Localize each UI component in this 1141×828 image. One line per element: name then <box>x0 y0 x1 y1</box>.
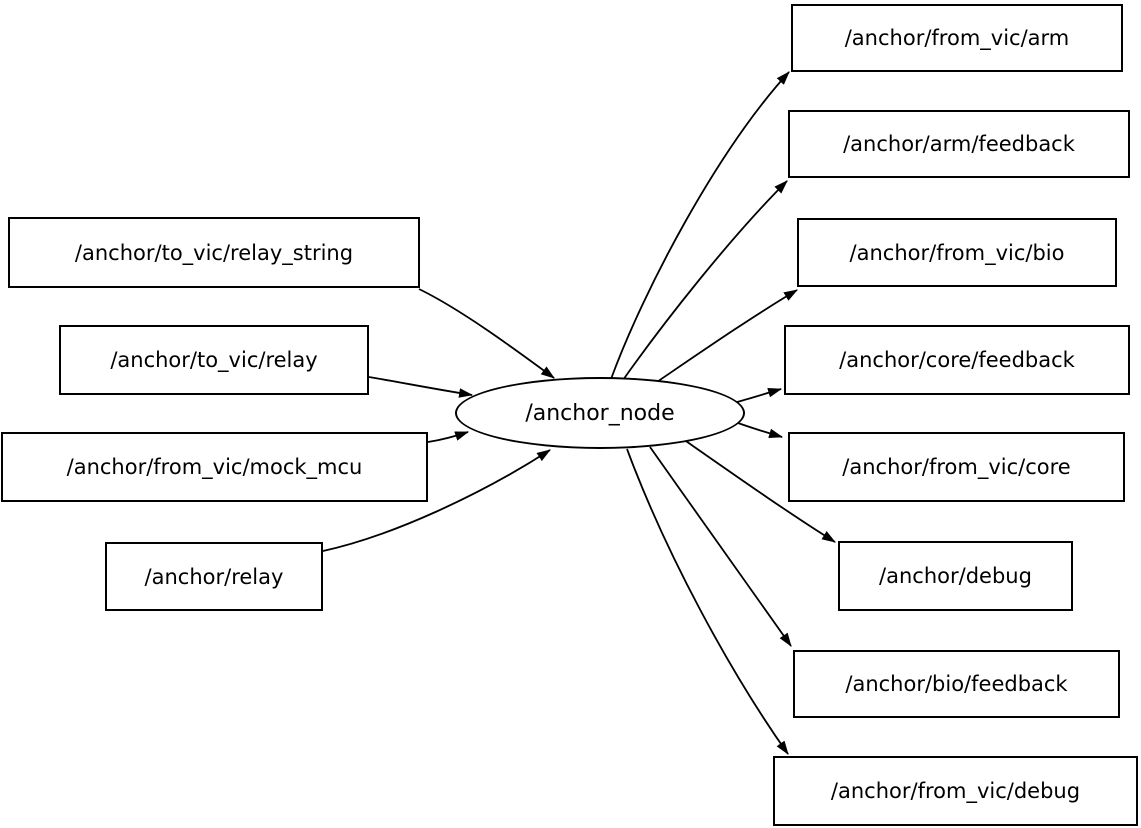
edge-anchor-node-to-from-vic-debug <box>626 448 789 755</box>
edge-anchor-relay-to-anchor-node <box>322 449 551 552</box>
topic-node-to-vic-relay-string: /anchor/to_vic/relay_string <box>8 217 420 288</box>
edge-anchor-node-to-from-vic-core <box>737 422 784 439</box>
topic-node-anchor-relay: /anchor/relay <box>105 542 323 611</box>
topic-node-arm-feedback: /anchor/arm/feedback <box>788 110 1130 178</box>
topic-node-from-vic-core: /anchor/from_vic/core <box>788 432 1125 502</box>
edge-to-vic-relay-to-anchor-node <box>368 376 474 398</box>
topic-node-to-vic-relay: /anchor/to_vic/relay <box>59 325 369 395</box>
edge-anchor-node-to-arm-feedback <box>622 180 788 381</box>
edge-anchor-node-to-core-feedback <box>736 387 783 403</box>
edge-to-vic-relay-string-to-anchor-node <box>418 288 555 379</box>
topic-node-from-vic-debug: /anchor/from_vic/debug <box>773 756 1138 826</box>
topic-node-from-vic-mock-mcu: /anchor/from_vic/mock_mcu <box>1 432 428 502</box>
topic-node-from-vic-arm: /anchor/from_vic/arm <box>791 4 1123 72</box>
edge-anchor-node-to-from-vic-bio <box>650 289 798 387</box>
edge-anchor-node-to-from-vic-arm <box>610 71 790 380</box>
topic-node-anchor-debug: /anchor/debug <box>838 541 1073 611</box>
topic-node-core-feedback: /anchor/core/feedback <box>784 325 1130 395</box>
topic-node-from-vic-bio: /anchor/from_vic/bio <box>797 218 1117 287</box>
edge-from-vic-mock-mcu-to-anchor-node <box>427 431 470 443</box>
edge-anchor-node-to-anchor-debug <box>682 438 836 543</box>
edge-anchor-node-to-bio-feedback <box>649 446 792 647</box>
topic-node-bio-feedback: /anchor/bio/feedback <box>793 650 1120 718</box>
node-anchor-node: /anchor_node <box>455 377 745 449</box>
